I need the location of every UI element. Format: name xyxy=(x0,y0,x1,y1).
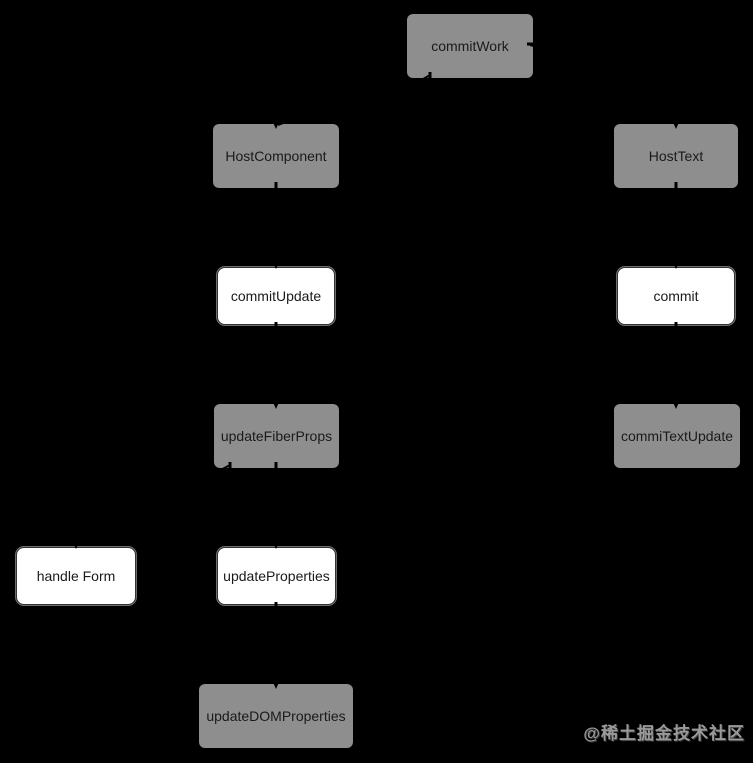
watermark: @稀土掘金技术社区 xyxy=(583,724,745,743)
node-label-updatefiberprops: updateFiberProps xyxy=(220,428,333,444)
node-label-commitupdate: commitUpdate xyxy=(230,288,322,304)
node-label-commit: commit xyxy=(653,288,699,304)
edge-commitwork-hosttext xyxy=(529,44,677,124)
node-hosttext: HostText xyxy=(614,124,738,188)
node-commitextupdate: commiTextUpdate xyxy=(614,404,740,468)
node-commit: commit xyxy=(617,267,735,325)
edge-lines xyxy=(77,44,677,685)
edge-updatefiberprops-handleform xyxy=(77,464,231,545)
node-label-updateproperties: updateProperties xyxy=(223,568,330,584)
node-updatefiberprops: updateFiberProps xyxy=(214,404,339,468)
node-commitwork: commitWork xyxy=(407,14,533,78)
node-label-handleform: handle Form xyxy=(36,568,116,584)
node-label-hosttext: HostText xyxy=(648,148,704,164)
node-handleform: handle Form xyxy=(16,547,136,605)
node-updatedomproperties: updateDOMProperties xyxy=(199,684,353,748)
node-updateproperties: updateProperties xyxy=(217,547,336,605)
node-commitupdate: commitUpdate xyxy=(217,267,335,325)
edge-arrowheads xyxy=(71,118,681,689)
node-label-commitwork: commitWork xyxy=(431,38,509,54)
node-label-commitextupdate: commiTextUpdate xyxy=(620,428,734,444)
node-label-updatedomproperties: updateDOMProperties xyxy=(206,708,346,724)
node-label-hostcomponent: HostComponent xyxy=(225,148,327,164)
edge-commitwork-hostcomponent xyxy=(277,74,431,126)
node-hostcomponent: HostComponent xyxy=(213,124,339,188)
